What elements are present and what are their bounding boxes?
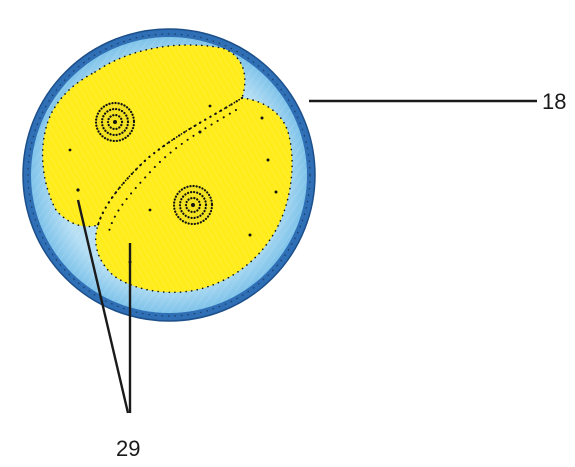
nucleus-lower [173,185,213,225]
label-18: 18 [542,89,566,114]
nucleus-upper [95,102,135,142]
label-29: 29 [116,436,140,461]
